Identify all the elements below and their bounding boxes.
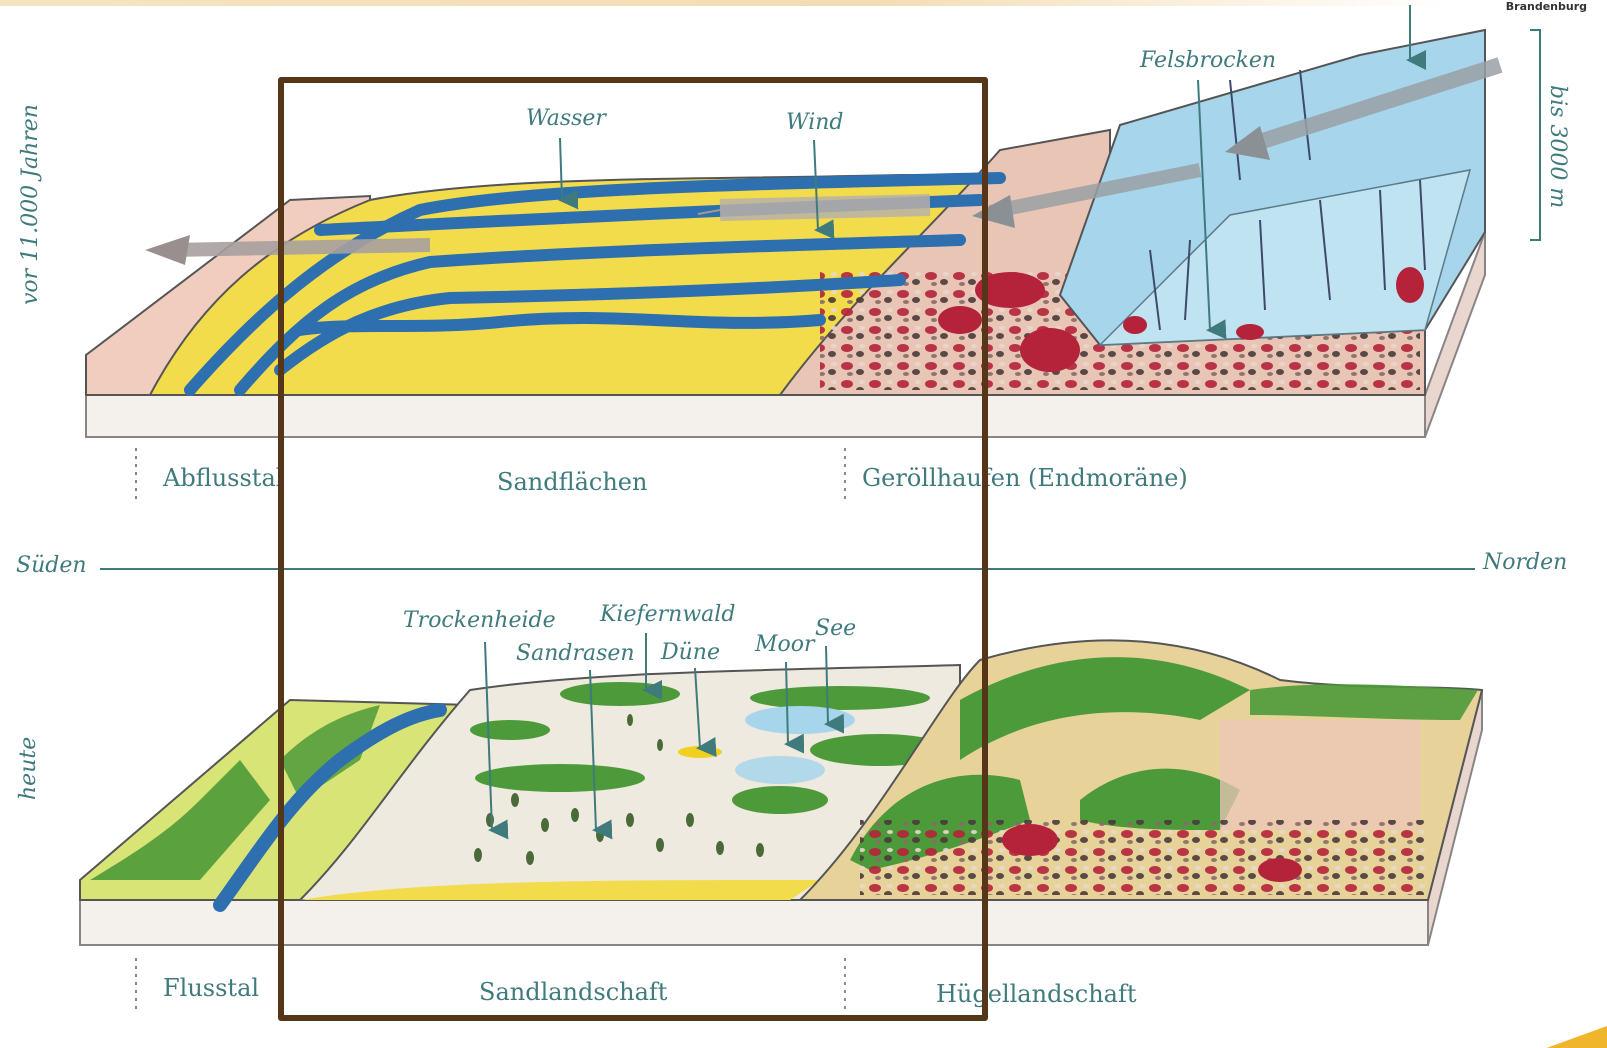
corner-accent xyxy=(1537,1024,1607,1048)
top-rock xyxy=(1123,316,1147,334)
time-label-present: heute xyxy=(18,737,40,800)
top-rock xyxy=(1236,324,1264,340)
direction-south: Süden xyxy=(16,555,87,577)
bottom-rock xyxy=(1002,824,1058,856)
bottom-rock xyxy=(1258,858,1302,882)
height-label: bis 3000 m xyxy=(1546,85,1568,208)
time-label-past: vor 11.000 Jahren xyxy=(20,104,42,305)
label-felsbrocken: Felsbrocken xyxy=(1140,50,1276,72)
direction-north: Norden xyxy=(1483,552,1567,574)
top-rock xyxy=(1396,267,1424,303)
top-rock xyxy=(1020,328,1080,372)
highlight-frame xyxy=(278,77,988,1021)
section-abflusstal: Abflusstal xyxy=(163,466,283,490)
section-flusstal: Flusstal xyxy=(163,976,259,1000)
bottom-hill-forest xyxy=(1250,684,1478,720)
bottom-fields xyxy=(1220,720,1420,830)
top-outflow-arrowhead xyxy=(145,235,190,265)
height-bracket xyxy=(1530,30,1540,240)
